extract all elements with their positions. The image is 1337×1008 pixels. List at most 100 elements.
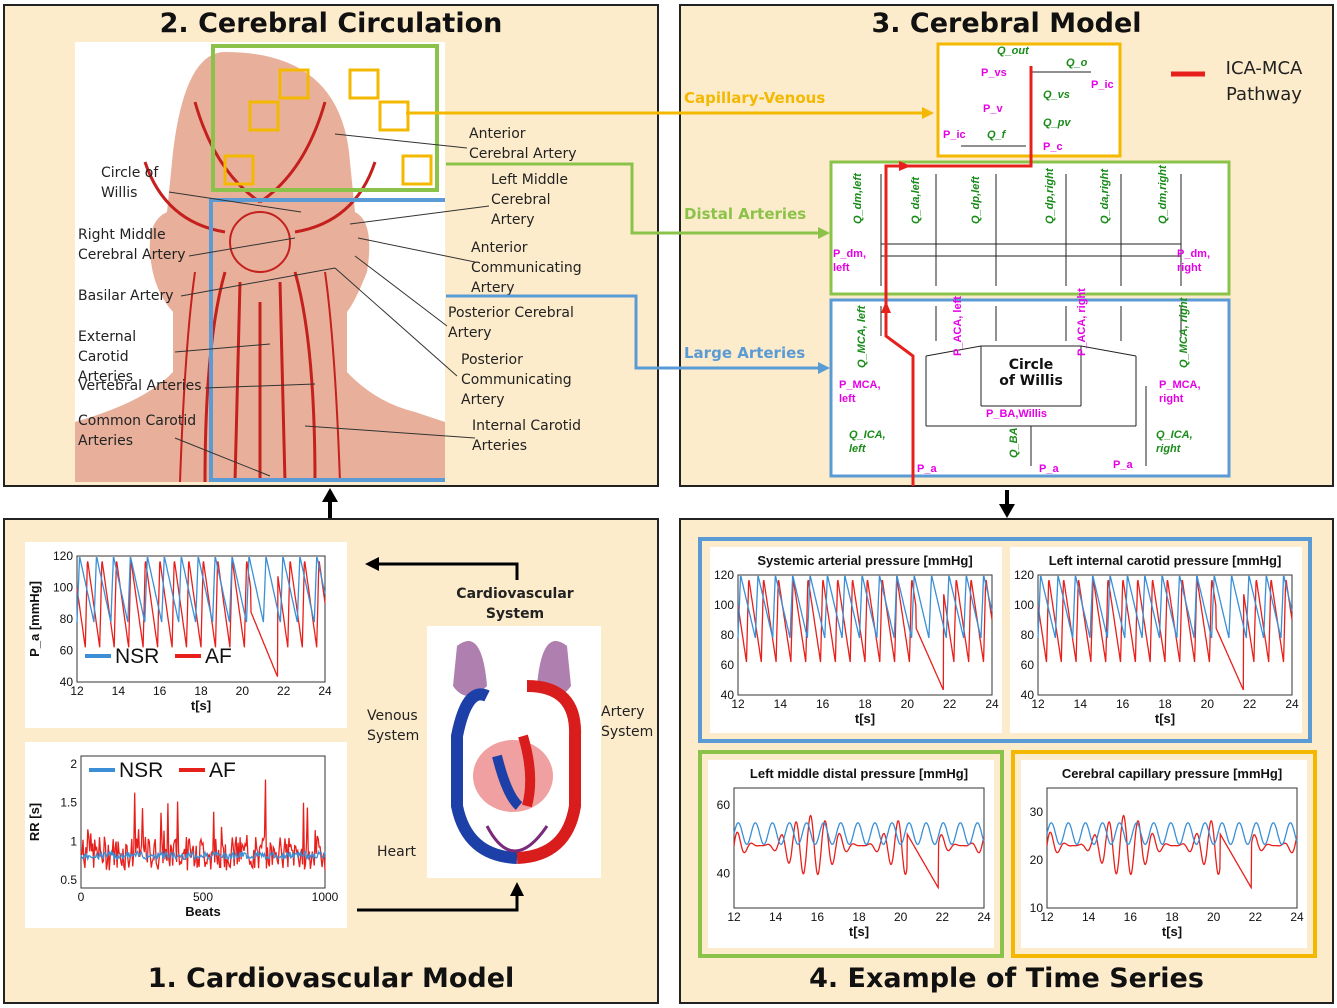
svg-text:P_ACA, right: P_ACA, right (1076, 288, 1088, 356)
x-axis-label: t[s] (855, 711, 875, 726)
x-tick-label: 22 (936, 910, 950, 924)
circuit-magenta-labels: P_vsP_ic P_vP_ic P_c P_dm,left P_dm,righ… (833, 67, 1210, 475)
arrow-label-capillary: Capillary-Venous (684, 89, 826, 107)
x-tick-label: 16 (1124, 910, 1138, 924)
y-tick-label: 40 (717, 867, 731, 881)
svg-text:Q_out: Q_out (997, 45, 1030, 57)
arrow-label-large: Large Arteries (684, 344, 806, 362)
chart-title: Cerebral capillary pressure [mmHg] (1062, 766, 1282, 781)
x-tick-label: 12 (731, 697, 745, 711)
svg-text:P_a: P_a (1039, 463, 1059, 475)
label-eca: External Carotid Arteries (78, 329, 137, 385)
x-tick-label: 18 (1165, 910, 1179, 924)
y-tick-label: 10 (1030, 901, 1044, 915)
x-tick-label: 1000 (312, 890, 339, 904)
y-tick-label: 0.5 (60, 873, 77, 887)
x-tick-label: 20 (894, 910, 908, 924)
svg-text:left: left (833, 262, 850, 274)
label-right-mca: Right Middle Cerebral Artery (78, 227, 186, 263)
series-nsr-line (1046, 822, 1298, 846)
y-tick-label: 60 (721, 658, 735, 672)
svg-text:P_BA,Willis: P_BA,Willis (986, 408, 1047, 420)
svg-text:P_MCA,: P_MCA, (1159, 379, 1201, 391)
svg-text:left: left (849, 443, 867, 455)
panel-title: 3. Cerebral Model (871, 8, 1142, 39)
x-tick-label: 18 (1158, 697, 1172, 711)
y-tick-label: 1 (70, 834, 77, 848)
label-pcom: Posterior Communicating Artery (461, 352, 572, 408)
label-circle-of-willis: Circle of Willis (101, 165, 159, 201)
series-af-line (1037, 579, 1293, 691)
legend-nsr-label: NSR (115, 645, 159, 668)
series-af-line (737, 579, 993, 691)
svg-text:Q_ICA,: Q_ICA, (1156, 429, 1193, 441)
y-tick-label: 80 (721, 628, 735, 642)
svg-text:P_c: P_c (1043, 141, 1063, 153)
x-tick-label: 24 (1285, 697, 1299, 711)
panel-title: 1. Cardiovascular Model (147, 963, 515, 994)
svg-text:P_ic: P_ic (1091, 79, 1114, 91)
svg-text:Q_da,right: Q_da,right (1099, 168, 1111, 224)
y-tick-label: 60 (60, 644, 74, 658)
x-tick-label: 24 (318, 684, 332, 698)
svg-text:Q_pv: Q_pv (1043, 117, 1071, 129)
label-venous-system: Venous System (367, 708, 420, 744)
panel-cerebral-circulation: 2. Cerebral Circulation Anterio (3, 4, 659, 487)
x-tick-label: 500 (193, 890, 213, 904)
x-tick-label: 14 (1082, 910, 1096, 924)
svg-text:P_dm,: P_dm, (833, 248, 866, 260)
chart-title: Systemic arterial pressure [mmHg] (757, 553, 972, 568)
y-tick-label: 1.5 (60, 796, 77, 810)
y-tick-label: 100 (714, 598, 734, 612)
chart-title: Left middle distal pressure [mmHg] (750, 766, 968, 781)
y-tick-label: 2 (70, 757, 77, 771)
svg-text:Q_dm,left: Q_dm,left (852, 172, 864, 224)
y-tick-label: 100 (1014, 598, 1034, 612)
arrow-label-distal: Distal Arteries (684, 205, 807, 223)
x-tick-label: 20 (1207, 910, 1221, 924)
chart-box: Systemic arterial pressure [mmHg] 12 14 16 1… (710, 547, 1002, 733)
series-nsr-line (737, 575, 993, 639)
series-af-line (80, 779, 326, 871)
label-left-mca: Left Middle Cerebral Artery (491, 172, 569, 228)
label-cca: Common Carotid Arteries (78, 413, 197, 449)
x-axis-label: t[s] (1162, 924, 1182, 939)
svg-text:Q_MCA, right: Q_MCA, right (1178, 296, 1190, 368)
legend-af-label: AF (209, 759, 236, 782)
svg-text:Q_f: Q_f (987, 129, 1007, 141)
x-tick-label: 24 (985, 697, 999, 711)
x-tick-label: 14 (769, 910, 783, 924)
label-artery-system: Artery System (601, 704, 654, 740)
x-tick-label: 16 (816, 697, 830, 711)
label-acom: Anterior Communicating Artery (471, 240, 582, 296)
x-tick-label: 14 (774, 697, 788, 711)
y-tick-label: 40 (721, 688, 735, 702)
x-tick-label: 24 (1290, 910, 1304, 924)
svg-text:Q_dp,right: Q_dp,right (1044, 167, 1056, 224)
svg-text:right: right (1177, 262, 1202, 274)
svg-text:Q_o: Q_o (1066, 57, 1088, 69)
x-tick-label: 22 (1249, 910, 1263, 924)
svg-text:P_dm,: P_dm, (1177, 248, 1210, 260)
panel-title: 2. Cerebral Circulation (159, 8, 503, 39)
legend-af-label: AF (205, 645, 232, 668)
x-tick-label: 18 (858, 697, 872, 711)
legend-ica-mca: ICA-MCA Pathway (1225, 58, 1303, 105)
series-nsr-line (733, 822, 985, 846)
label-ica: Internal Carotid Arteries (472, 418, 582, 454)
x-tick-label: 0 (78, 890, 85, 904)
y-tick-label: 40 (1021, 688, 1035, 702)
y-axis-label: RR [s] (27, 803, 42, 841)
svg-text:P_ic: P_ic (943, 129, 966, 141)
svg-text:Q_BA: Q_BA (1008, 427, 1020, 458)
series-af-line (76, 561, 326, 677)
y-tick-label: 20 (1030, 853, 1044, 867)
